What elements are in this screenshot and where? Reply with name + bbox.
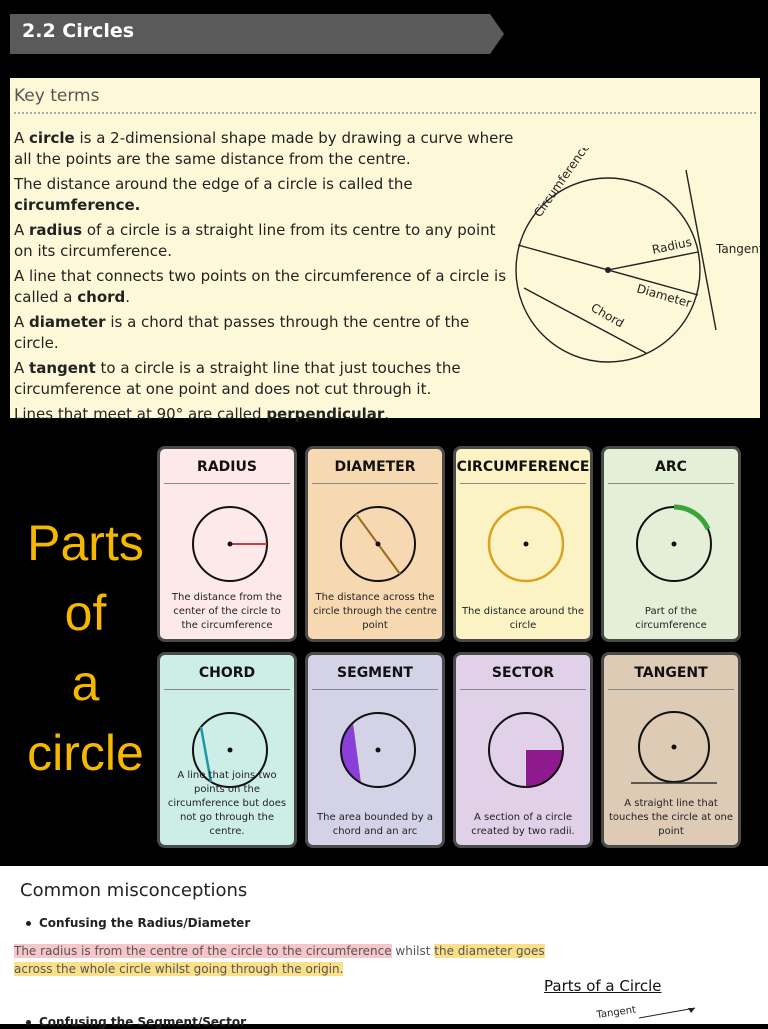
card-description: A line that joins two points on the circ… <box>167 770 287 837</box>
card-description: The distance from the center of the circ… <box>171 592 283 631</box>
section-title-banner: 2.2 Circles <box>10 14 504 54</box>
term-tangent: A tangent to a circle is a straight line… <box>14 359 461 398</box>
bullet-dot <box>26 921 31 926</box>
chord-diagram <box>192 712 268 788</box>
card-circumference: CIRCUMFERENCE The distance around the ci… <box>453 446 593 642</box>
key-terms-section: 2.2 Circles Key terms A circle is a 2-di… <box>0 0 768 430</box>
card-description: A straight line that touches the circle … <box>609 798 733 837</box>
title-banner-shape <box>10 14 504 54</box>
parts-of-circle-section: Parts of a circle RADIUS The distance fr… <box>0 430 768 866</box>
circumference-label: Circumference <box>531 148 593 220</box>
card-segment: SEGMENT The area bounded by a chord and … <box>305 652 445 848</box>
parts-of-circle-side-title: Parts of a circle <box>27 515 144 781</box>
card-arc: ARC Part of the circumference <box>601 446 741 642</box>
bullet-dot <box>26 1020 31 1025</box>
misconceptions-heading: Common misconceptions <box>20 880 248 901</box>
card-description: Part of the circumference <box>635 606 707 631</box>
card-diameter: DIAMETER The distance across the circle … <box>305 446 445 642</box>
circle-parts-diagram: Circumference Radius Tangent Diameter Ch… <box>515 148 760 363</box>
card-description: A section of a circle created by two rad… <box>471 812 575 837</box>
radius-diagram <box>192 506 268 582</box>
card-tangent: TANGENT A straight line that touches the… <box>601 652 741 848</box>
bullet-radius-diameter: Confusing the Radius/Diameter <box>26 916 250 930</box>
circumference-diagram <box>487 505 565 583</box>
tangent-diagram <box>631 711 717 784</box>
terms-list: A circle is a 2-dimensional shape made b… <box>14 128 514 429</box>
sector-diagram <box>488 712 564 788</box>
key-terms-panel: Key terms A circle is a 2-dimensional sh… <box>10 78 760 423</box>
tangent-label: Tangent <box>715 242 760 256</box>
card-description: The distance across the circle through t… <box>313 592 437 631</box>
card-description: The area bounded by a chord and an arc <box>317 812 433 837</box>
term-circle: A circle is a 2-dimensional shape made b… <box>14 129 514 168</box>
card-title: TANGENT <box>604 665 738 690</box>
misconceptions-section: Common misconceptions Confusing the Radi… <box>0 866 768 1029</box>
term-chord: A line that connects two points on the c… <box>14 267 507 306</box>
card-title: SEGMENT <box>308 665 442 690</box>
dotted-divider <box>14 112 756 114</box>
term-perpendicular: Lines that meet at 90° are called perpen… <box>14 405 390 423</box>
term-radius: A radius of a circle is a straight line … <box>14 221 496 260</box>
card-title: ARC <box>604 459 738 484</box>
radius-diameter-explanation: The radius is from the centre of the cir… <box>14 944 545 976</box>
key-terms-heading: Key terms <box>14 86 100 106</box>
diameter-diagram <box>340 506 416 582</box>
card-description: The distance around the circle <box>461 606 585 631</box>
segment-diagram <box>340 712 416 788</box>
card-title: RADIUS <box>160 459 294 484</box>
page-title: 2.2 Circles <box>22 20 135 42</box>
card-title: DIAMETER <box>308 459 442 484</box>
highlight-radius: The radius is from the centre of the cir… <box>14 944 392 958</box>
small-tangent-label: Tangent <box>595 1006 637 1021</box>
small-tangent-diagram: Tangent <box>595 1006 696 1021</box>
term-diameter: A diameter is a chord that passes throug… <box>14 313 470 352</box>
term-circumference: The distance around the edge of a circle… <box>14 175 413 214</box>
bullet-segment-sector: Confusing the Segment/Sector <box>26 1015 246 1029</box>
card-title: CIRCUMFERENCE <box>456 459 590 484</box>
card-radius: RADIUS The distance from the center of t… <box>157 446 297 642</box>
card-chord: CHORD A line that joins two points on th… <box>157 652 297 848</box>
card-title: SECTOR <box>456 665 590 690</box>
arc-diagram <box>636 504 712 582</box>
card-sector: SECTOR A section of a circle created by … <box>453 652 593 848</box>
card-title: CHORD <box>160 665 294 690</box>
parts-of-circle-heading: Parts of a Circle <box>544 977 662 995</box>
